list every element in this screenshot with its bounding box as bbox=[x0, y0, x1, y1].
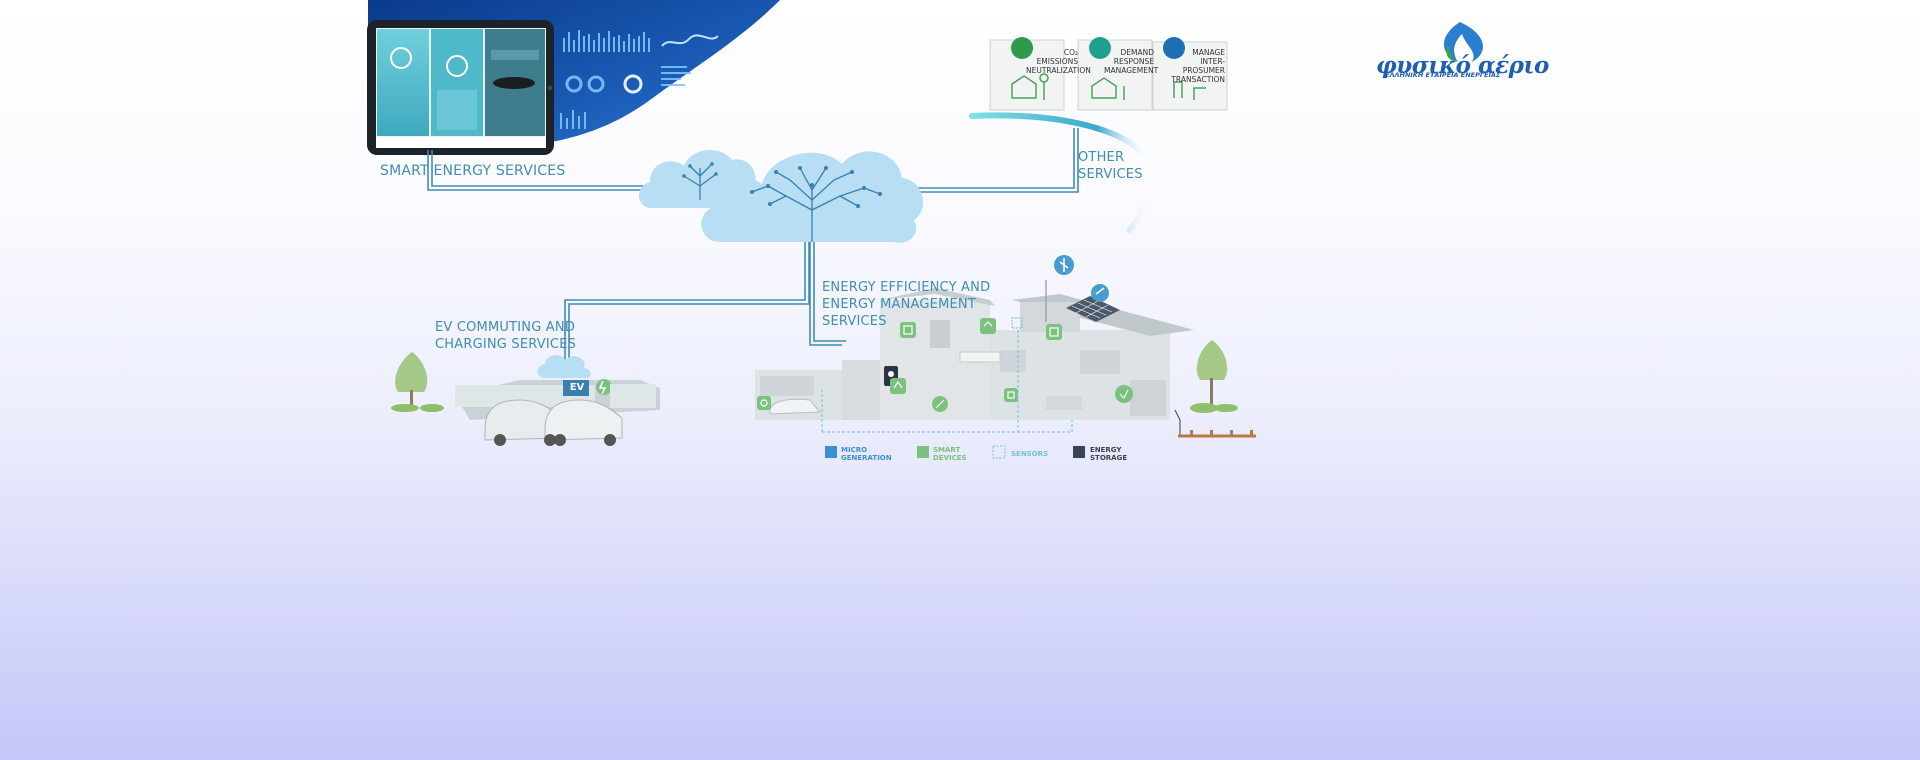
card-demand-text: DEMAND RESPONSE MANAGEMENT bbox=[1104, 48, 1159, 75]
legend-smart-line1: SMART bbox=[933, 446, 961, 454]
smart-house-illustration bbox=[755, 255, 1256, 438]
legend-micro-generation: MICRO GENERATION bbox=[841, 446, 892, 462]
legend-swatches bbox=[825, 445, 1085, 459]
service-cards bbox=[989, 37, 1228, 111]
card-manage-text: MANAGE INTER-PROSUMER TRANSACTION bbox=[1160, 48, 1225, 84]
legend-sensors-line1: SENSORS bbox=[1011, 450, 1049, 458]
legend-storage-line2: STORAGE bbox=[1090, 454, 1128, 462]
label-ev-line2: CHARGING SERVICES bbox=[435, 337, 577, 352]
card-manage-line3: TRANSACTION bbox=[1171, 75, 1225, 84]
ev-sign-text: EV bbox=[569, 382, 585, 393]
legend-energy-storage: ENERGY STORAGE bbox=[1090, 446, 1127, 462]
connector-lines bbox=[427, 128, 1079, 375]
logo-tagline: ΕΛΛΗΝΙΚΗ ΕΤΑΙΡΕΙΑ ΕΝΕΡΓΕΙΑΣ bbox=[1385, 71, 1501, 79]
logo-wordmark: φυσικό αέριο bbox=[1376, 52, 1549, 79]
card-manage-line2: INTER-PROSUMER bbox=[1182, 57, 1225, 75]
label-smart-energy-services: SMART ENERGY SERVICES bbox=[380, 163, 566, 179]
legend-smart-devices: SMART DEVICES bbox=[933, 446, 967, 462]
ev-station-illustration bbox=[391, 352, 660, 446]
legend-swatch-storage bbox=[1073, 446, 1085, 458]
card-demand-line1: DEMAND bbox=[1120, 48, 1154, 57]
card-demand-line3: MANAGEMENT bbox=[1104, 66, 1159, 75]
label-efficiency-line2: ENERGY MANAGEMENT bbox=[822, 297, 976, 312]
swoosh-accent bbox=[969, 112, 1155, 233]
legend-micro-line2: GENERATION bbox=[841, 454, 892, 462]
logo-flame-icon bbox=[1444, 22, 1484, 62]
legend-storage-line1: ENERGY bbox=[1090, 446, 1122, 454]
label-efficiency-line1: ENERGY EFFICIENCY AND bbox=[822, 280, 991, 295]
label-efficiency-line3: SERVICES bbox=[822, 314, 887, 329]
legend-sensors: SENSORS bbox=[1011, 450, 1048, 458]
cloud-network bbox=[638, 149, 924, 243]
card-manage-line1: MANAGE bbox=[1192, 48, 1225, 57]
label-other-line1: OTHER bbox=[1078, 150, 1125, 165]
legend-swatch-sensors bbox=[992, 445, 1006, 459]
card-co2-line1: CO₂ EMISSIONS bbox=[1036, 48, 1078, 66]
legend-smart-line2: DEVICES bbox=[933, 454, 967, 462]
legend-swatch-micro bbox=[825, 446, 837, 458]
card-co2-text: CO₂ EMISSIONS NEUTRALIZATION bbox=[1026, 48, 1091, 75]
legend-swatch-smart bbox=[917, 446, 929, 458]
card-demand-line2: RESPONSE bbox=[1113, 57, 1154, 66]
label-ev-line1: EV COMMUTING AND bbox=[435, 320, 576, 335]
tablet-illustration bbox=[367, 20, 554, 155]
label-other-line2: SERVICES bbox=[1078, 167, 1143, 182]
legend-micro-line1: MICRO bbox=[841, 446, 868, 454]
card-co2-line2: NEUTRALIZATION bbox=[1026, 66, 1091, 75]
